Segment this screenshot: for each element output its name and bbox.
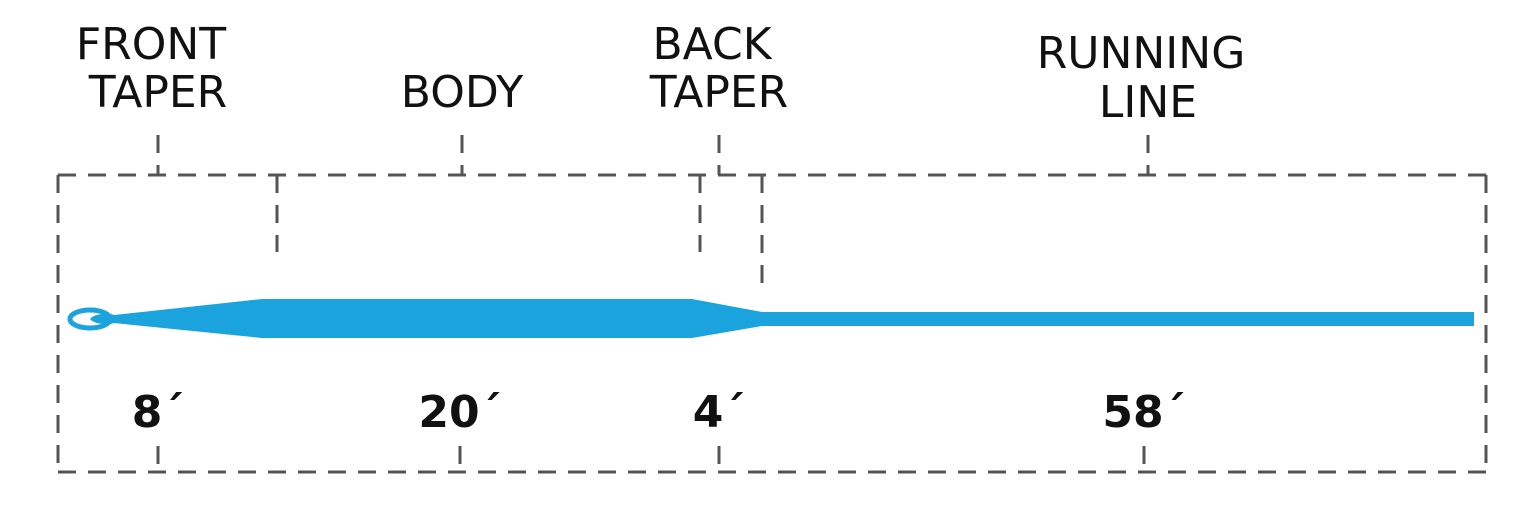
length-labels: 8´ 20´ 4´ 58´ <box>132 387 1186 438</box>
fly-line-welded-loop <box>67 307 113 331</box>
front-taper-label: FRONT TAPER <box>76 19 240 118</box>
body-length: 20´ <box>418 387 501 438</box>
top-label-ticks <box>156 135 1150 175</box>
front-taper-label-line-1: FRONT <box>76 19 226 70</box>
section-divider-ticks <box>275 175 764 286</box>
front-taper-label-line-2: TAPER <box>88 67 227 118</box>
back-taper-label-line-1: BACK <box>652 19 772 70</box>
running-line-label-line-2: LINE <box>1099 77 1197 128</box>
front-taper-length: 8´ <box>132 387 185 438</box>
fly-line-profile <box>90 299 1474 338</box>
fly-line <box>67 299 1474 338</box>
running-line-length: 58´ <box>1102 387 1185 438</box>
back-taper-length: 4´ <box>693 387 746 438</box>
body-label: BODY <box>401 67 524 118</box>
running-line-label: RUNNING LINE <box>1037 28 1260 128</box>
back-taper-label: BACK TAPER <box>649 19 788 118</box>
running-line-label-line-1: RUNNING <box>1037 28 1246 79</box>
dashed-bracket-frame <box>56 173 1488 474</box>
section-labels: FRONT TAPER BODY BACK TAPER RUNNING LINE <box>76 19 1260 128</box>
back-taper-label-line-2: TAPER <box>649 67 788 118</box>
bottom-length-ticks <box>156 446 1146 472</box>
body-label-line-1: BODY <box>401 67 524 118</box>
